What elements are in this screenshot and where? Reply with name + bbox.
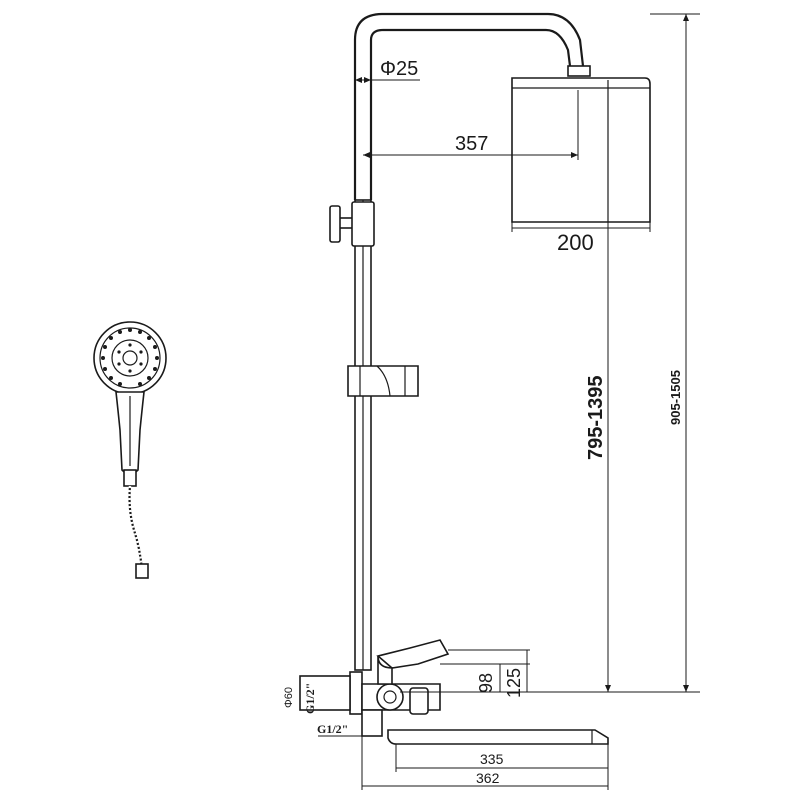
head-width-label: 200 xyxy=(557,230,594,255)
spout-length-362-label: 362 xyxy=(476,770,500,786)
flange-diameter-label: Φ60 xyxy=(283,687,295,708)
height-range-a-label: 795-1395 xyxy=(585,375,607,460)
head-connector xyxy=(567,65,591,77)
shower-rail xyxy=(354,199,372,671)
shower-hose xyxy=(128,485,144,571)
pipe-diameter-label: Φ25 xyxy=(380,58,418,80)
height-adjust-knob xyxy=(329,201,375,247)
shower-arm xyxy=(353,12,585,200)
arm-reach-label: 357 xyxy=(455,133,488,155)
hand-shower xyxy=(93,321,167,579)
bath-mixer xyxy=(299,639,450,737)
hand-shower-holder xyxy=(347,365,419,397)
mixer-height-125-label: 125 xyxy=(504,668,524,698)
rain-shower-head xyxy=(511,77,651,223)
height-range-b-label: 905-1505 xyxy=(668,370,683,425)
thread-upper-label: G1/2" xyxy=(303,683,317,714)
dimension-lines xyxy=(299,13,700,790)
thread-lower-label: G1/2" xyxy=(317,722,348,736)
spray-holes xyxy=(101,328,159,386)
bath-spout xyxy=(387,729,609,745)
mixer-height-98-label: 98 xyxy=(476,673,496,693)
spout-length-335-label: 335 xyxy=(480,751,504,767)
